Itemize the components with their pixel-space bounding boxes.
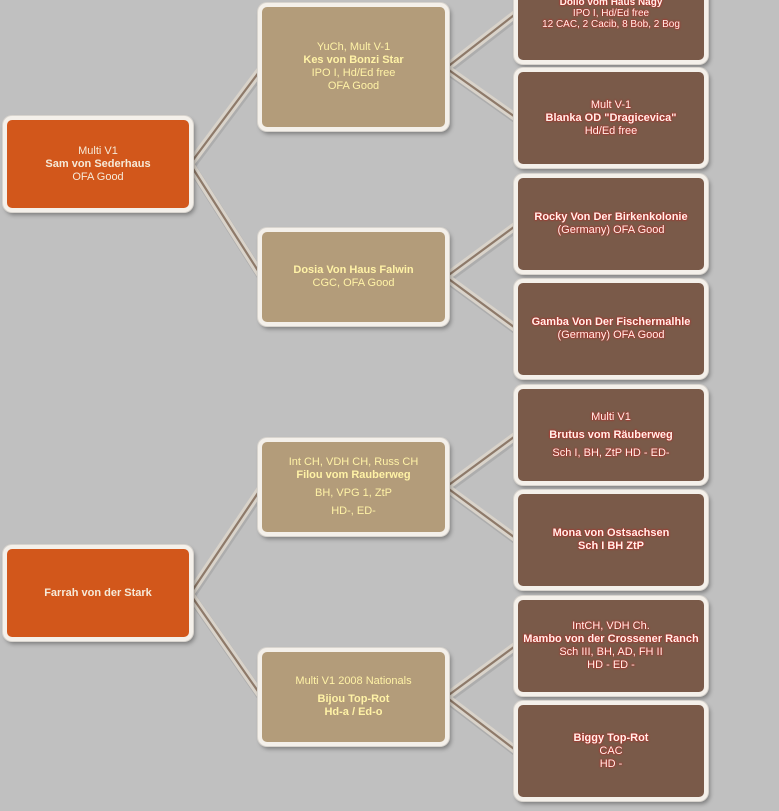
sire-dam-node: Dosia Von Haus Falwin CGC, OFA Good xyxy=(258,228,449,326)
dam-dam-health: Hd-a / Ed-o xyxy=(324,706,383,718)
dam-name: Farrah von der Stark xyxy=(44,586,152,599)
dam-dam-sire-titles: Sch III, BH, AD, FH II xyxy=(559,646,663,658)
dam-dam-sire-title: IntCH, VDH Ch. xyxy=(572,620,650,632)
sire-name: Sam von Sederhaus xyxy=(45,157,151,170)
dam-sire-title: Int CH, VDH CH, Russ CH xyxy=(288,456,419,468)
sire-sire-sire-awards: 12 CAC, 2 Cacib, 8 Bob, 2 Bog xyxy=(542,19,680,30)
dam-sire-dam-node: Mona von Ostsachsen Sch I BH ZtP xyxy=(514,490,708,590)
sire-dam-health: CGC, OFA Good xyxy=(312,277,395,289)
sire-dam-dam-node: Gamba Von Der Fischermalhle (Germany) OF… xyxy=(514,279,708,379)
dam-dam-dam-node: Biggy Top-Rot CAC HD - xyxy=(514,701,708,801)
sire-sire-sire-name: Dollo vom Haus Nagy xyxy=(559,0,663,8)
dam-sire-dam-titles: Sch I BH ZtP xyxy=(577,540,644,552)
sire-sire-sire-node: Dollo vom Haus Nagy IPO I, Hd/Ed free 12… xyxy=(514,0,708,64)
dam-node: Farrah von der Stark xyxy=(3,545,193,641)
dam-sire-name: Filou vom Rauberweg xyxy=(296,469,411,481)
dam-sire-health: HD-, ED- xyxy=(331,505,376,517)
dam-sire-node: Int CH, VDH CH, Russ CH Filou vom Rauber… xyxy=(258,438,449,536)
sire-dam-dam-name: Gamba Von Der Fischermalhle xyxy=(531,316,691,328)
sire-sire-dam-health: Hd/Ed free xyxy=(584,124,638,137)
sire-sire-dam-node: Mult V-1 Blanka OD "Dragicevica" Hd/Ed f… xyxy=(514,68,708,168)
sire-dam-name: Dosia Von Haus Falwin xyxy=(293,264,414,276)
sire-sire-health: OFA Good xyxy=(327,80,380,92)
dam-sire-sire-titles: Sch I, BH, ZtP HD - ED- xyxy=(552,446,670,459)
dam-sire-sire-node: Multi V1 Brutus vom Räuberweg Sch I, BH,… xyxy=(514,385,708,485)
dam-dam-dam-name: Biggy Top-Rot xyxy=(573,731,649,744)
sire-health: OFA Good xyxy=(72,170,124,183)
dam-dam-dam-titles: CAC xyxy=(599,744,623,757)
sire-title: Multi V1 xyxy=(78,144,118,157)
sire-sire-name: Kes von Bonzi Star xyxy=(303,54,404,66)
dam-dam-node: Multi V1 2008 Nationals Bijou Top-Rot Hd… xyxy=(258,648,449,746)
sire-dam-sire-node: Rocky Von Der Birkenkolonie (Germany) OF… xyxy=(514,174,708,274)
sire-dam-dam-health: (Germany) OFA Good xyxy=(557,329,665,341)
sire-sire-title: YuCh, Mult V-1 xyxy=(316,41,391,53)
dam-dam-dam-health: HD - xyxy=(599,757,623,770)
dam-sire-sire-name: Brutus vom Räuberweg xyxy=(549,428,673,441)
sire-sire-node: YuCh, Mult V-1 Kes von Bonzi Star IPO I,… xyxy=(258,3,449,131)
dam-dam-name: Bijou Top-Rot xyxy=(317,693,390,705)
dam-sire-dam-name: Mona von Ostsachsen xyxy=(552,527,670,539)
dam-dam-sire-health: HD - ED - xyxy=(587,659,635,671)
sire-dam-sire-health: (Germany) OFA Good xyxy=(557,224,665,236)
dam-sire-sire-title: Multi V1 xyxy=(591,410,631,423)
sire-node: Multi V1 Sam von Sederhaus OFA Good xyxy=(3,116,193,212)
sire-sire-dam-name: Blanka OD "Dragicevica" xyxy=(545,111,677,124)
dam-dam-sire-name: Mambo von der Crossener Ranch xyxy=(523,633,699,645)
dam-sire-titles: BH, VPG 1, ZtP xyxy=(314,487,393,499)
sire-dam-sire-name: Rocky Von Der Birkenkolonie xyxy=(534,211,688,223)
sire-sire-titles: IPO I, Hd/Ed free xyxy=(311,67,396,79)
sire-sire-sire-titles: IPO I, Hd/Ed free xyxy=(572,8,650,19)
sire-sire-dam-title: Mult V-1 xyxy=(590,98,632,111)
dam-dam-sire-node: IntCH, VDH Ch. Mambo von der Crossener R… xyxy=(514,596,708,696)
dam-dam-title: Multi V1 2008 Nationals xyxy=(295,675,412,687)
